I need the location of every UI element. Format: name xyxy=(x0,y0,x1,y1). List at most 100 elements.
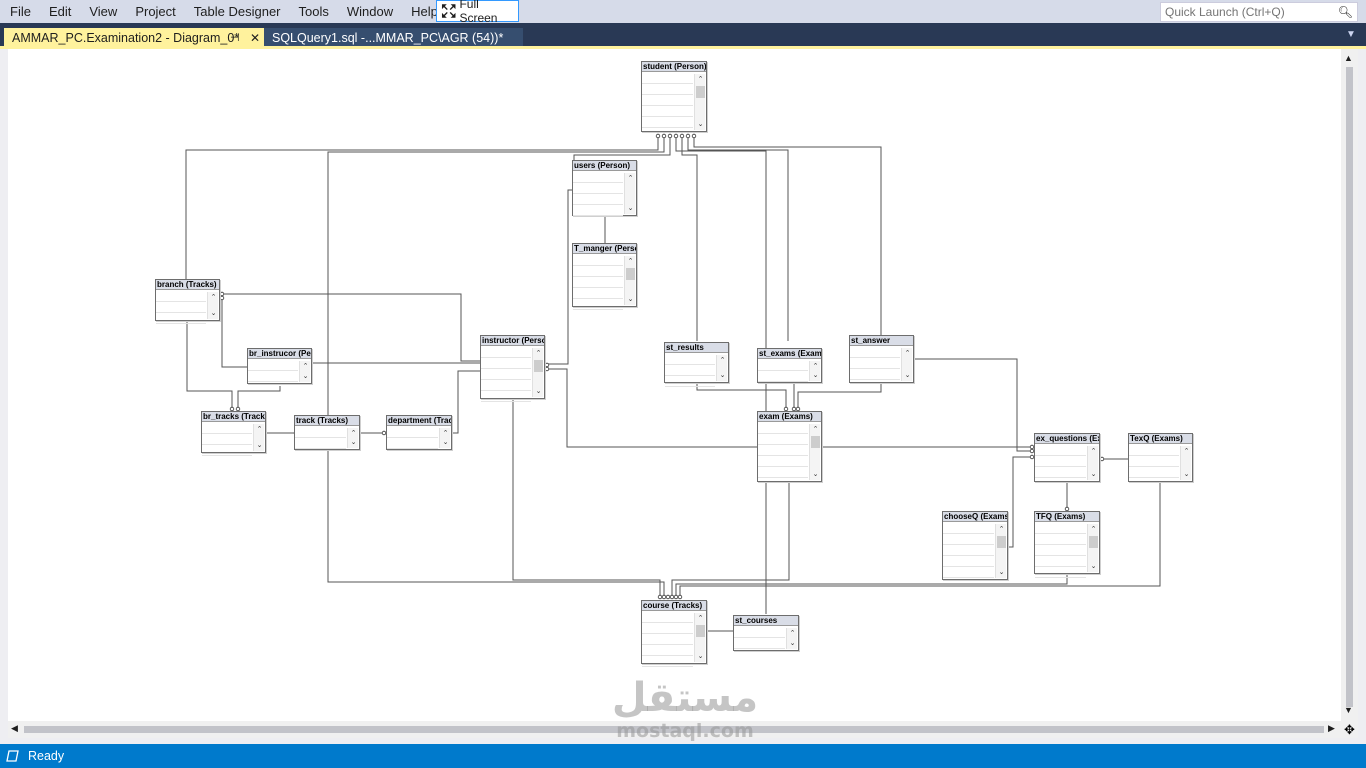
chevron-down-icon[interactable]: ⌄ xyxy=(1090,471,1097,478)
relationship-line[interactable] xyxy=(220,293,481,362)
chevron-down-icon[interactable]: ⌄ xyxy=(442,439,449,446)
chevron-up-icon[interactable]: ⌃ xyxy=(535,350,542,357)
menu-file[interactable]: File xyxy=(10,4,31,19)
chevron-down-icon[interactable]: ⌄ xyxy=(697,121,704,128)
table-t-manager[interactable]: T_manger (Perso ⌃⌄ xyxy=(572,243,637,310)
menu-help[interactable]: Help xyxy=(411,4,438,19)
table-scrollbar[interactable]: ⌃⌄ xyxy=(809,424,820,480)
close-icon[interactable]: ✕ xyxy=(250,31,261,45)
chevron-up-icon[interactable]: ⌃ xyxy=(256,426,263,433)
scroll-up-icon[interactable]: ▲ xyxy=(1344,53,1353,63)
chevron-down-icon[interactable]: ⌄ xyxy=(719,372,726,379)
table-scrollbar[interactable]: ⌃⌄ xyxy=(694,613,705,662)
chevron-down-icon[interactable]: ⌄ xyxy=(350,439,357,446)
chevron-down-icon[interactable]: ⌄ xyxy=(812,471,819,478)
table-department[interactable]: department (Trac ⌃⌄ xyxy=(386,415,452,450)
chevron-down-icon[interactable]: ⌄ xyxy=(302,373,309,380)
relationship-line[interactable] xyxy=(512,397,661,599)
relationship-line[interactable] xyxy=(1008,456,1034,548)
relationship-line[interactable] xyxy=(914,358,1034,452)
table-scrollbar[interactable]: ⌃⌄ xyxy=(624,256,635,305)
chevron-up-icon[interactable]: ⌃ xyxy=(302,363,309,370)
chevron-up-icon[interactable]: ⌃ xyxy=(904,350,911,357)
menu-table-designer[interactable]: Table Designer xyxy=(193,4,281,19)
relationship-line[interactable] xyxy=(237,386,281,411)
table-instructor[interactable]: instructor (Perso ⌃⌄ xyxy=(480,335,545,402)
chevron-up-icon[interactable]: ⌃ xyxy=(627,175,634,182)
chevron-up-icon[interactable]: ⌃ xyxy=(1090,526,1097,533)
chevron-down-icon[interactable]: ⌄ xyxy=(535,388,542,395)
table-scrollbar[interactable]: ⌃⌄ xyxy=(901,348,912,381)
chevron-up-icon[interactable]: ⌃ xyxy=(998,526,1005,533)
horizontal-scroll-thumb[interactable] xyxy=(24,726,1324,733)
table-scrollbar[interactable]: ⌃⌄ xyxy=(207,292,218,319)
menu-window[interactable]: Window xyxy=(346,4,394,19)
full-screen-button[interactable]: Full Screen xyxy=(436,0,519,25)
menu-edit[interactable]: Edit xyxy=(48,4,72,19)
tab-diagram[interactable]: AMMAR_PC.Examination2 - Diagram_0* ⊣ ✕ xyxy=(4,28,264,48)
table-scrollbar[interactable]: ⌃⌄ xyxy=(1087,446,1098,480)
relationship-line[interactable] xyxy=(186,321,233,411)
chevron-down-icon[interactable]: ⌄ xyxy=(1090,563,1097,570)
table-scrollbar[interactable]: ⌃⌄ xyxy=(694,74,705,130)
diagram-canvas[interactable]: student (Person) ⌃⌄ users (Person) ⌃⌄ T_… xyxy=(8,49,1341,721)
table-scrollbar[interactable]: ⌃⌄ xyxy=(1087,524,1098,572)
table-scrollbar[interactable]: ⌃⌄ xyxy=(716,355,727,381)
relationship-line[interactable] xyxy=(671,481,790,599)
chevron-up-icon[interactable]: ⌃ xyxy=(1090,448,1097,455)
chevron-down-icon[interactable]: ⌄ xyxy=(1183,471,1190,478)
relationship-line[interactable] xyxy=(220,297,248,368)
horizontal-scrollbar[interactable]: ◀ ▶ xyxy=(8,721,1341,738)
table-scrollbar[interactable]: ⌃⌄ xyxy=(1180,446,1191,480)
table-st-answer[interactable]: st_answer ⌃⌄ xyxy=(849,335,914,383)
chevron-up-icon[interactable]: ⌃ xyxy=(697,76,704,83)
table-scrollbar[interactable]: ⌃⌄ xyxy=(299,361,310,382)
scroll-right-icon[interactable]: ▶ xyxy=(1328,723,1335,733)
table-exam[interactable]: exam (Exams) ⌃⌄ xyxy=(757,411,822,482)
chevron-up-icon[interactable]: ⌃ xyxy=(812,426,819,433)
chevron-down-icon[interactable]: ⌄ xyxy=(812,372,819,379)
relationship-line[interactable] xyxy=(327,134,665,415)
chevron-up-icon[interactable]: ⌃ xyxy=(812,363,819,370)
table-st-results[interactable]: st_results ⌃⌄ xyxy=(664,342,729,387)
chevron-down-icon[interactable]: ⌄ xyxy=(256,442,263,449)
table-scrollbar[interactable]: ⌃⌄ xyxy=(809,361,820,381)
table-scrollbar[interactable]: ⌃⌄ xyxy=(253,424,264,451)
relationship-line[interactable] xyxy=(687,134,789,341)
relationship-line[interactable] xyxy=(452,370,481,434)
chevron-up-icon[interactable]: ⌃ xyxy=(697,615,704,622)
quick-launch-input[interactable] xyxy=(1161,3,1337,21)
table-scrollbar[interactable]: ⌃⌄ xyxy=(439,428,450,448)
relationship-line[interactable] xyxy=(327,449,665,599)
scroll-down-icon[interactable]: ▼ xyxy=(1344,705,1353,715)
search-icon[interactable]: 🔍︎ xyxy=(1337,5,1353,19)
table-scrollbar[interactable]: ⌃⌄ xyxy=(995,524,1006,578)
table-st-exams[interactable]: st_exams (Exams ⌃⌄ xyxy=(757,348,822,383)
chevron-up-icon[interactable]: ⌃ xyxy=(627,258,634,265)
chevron-down-icon[interactable]: ⌄ xyxy=(904,372,911,379)
chevron-down-icon[interactable]: ⌄ xyxy=(789,640,796,647)
table-scrollbar[interactable]: ⌃⌄ xyxy=(786,628,797,649)
chevron-up-icon[interactable]: ⌃ xyxy=(1183,448,1190,455)
relationship-line[interactable] xyxy=(681,134,698,341)
relationship-line[interactable] xyxy=(693,134,882,335)
chevron-up-icon[interactable]: ⌃ xyxy=(789,630,796,637)
relationship-line[interactable] xyxy=(675,574,1068,599)
relationship-line[interactable] xyxy=(545,189,572,365)
menu-tools[interactable]: Tools xyxy=(298,4,329,19)
chevron-up-icon[interactable]: ⌃ xyxy=(350,430,357,437)
vertical-scroll-thumb[interactable] xyxy=(1346,67,1353,707)
table-scrollbar[interactable]: ⌃⌄ xyxy=(624,173,635,214)
relationship-line[interactable] xyxy=(679,482,1161,599)
table-st-courses[interactable]: st_courses ⌃⌄ xyxy=(733,615,799,651)
chevron-down-icon[interactable]: ⌄ xyxy=(697,653,704,660)
table-texq[interactable]: TexQ (Exams) ⌃⌄ xyxy=(1128,433,1193,482)
tab-list-dropdown-icon[interactable]: ▼ xyxy=(1346,29,1356,40)
chevron-up-icon[interactable]: ⌃ xyxy=(719,357,726,364)
table-scrollbar[interactable]: ⌃⌄ xyxy=(347,428,358,448)
menu-view[interactable]: View xyxy=(89,4,118,19)
relationship-line[interactable] xyxy=(545,368,758,448)
chevron-down-icon[interactable]: ⌄ xyxy=(210,310,217,317)
table-student[interactable]: student (Person) ⌃⌄ xyxy=(641,61,707,132)
table-ex-questions[interactable]: ex_questions (Exa ⌃⌄ xyxy=(1034,433,1100,482)
